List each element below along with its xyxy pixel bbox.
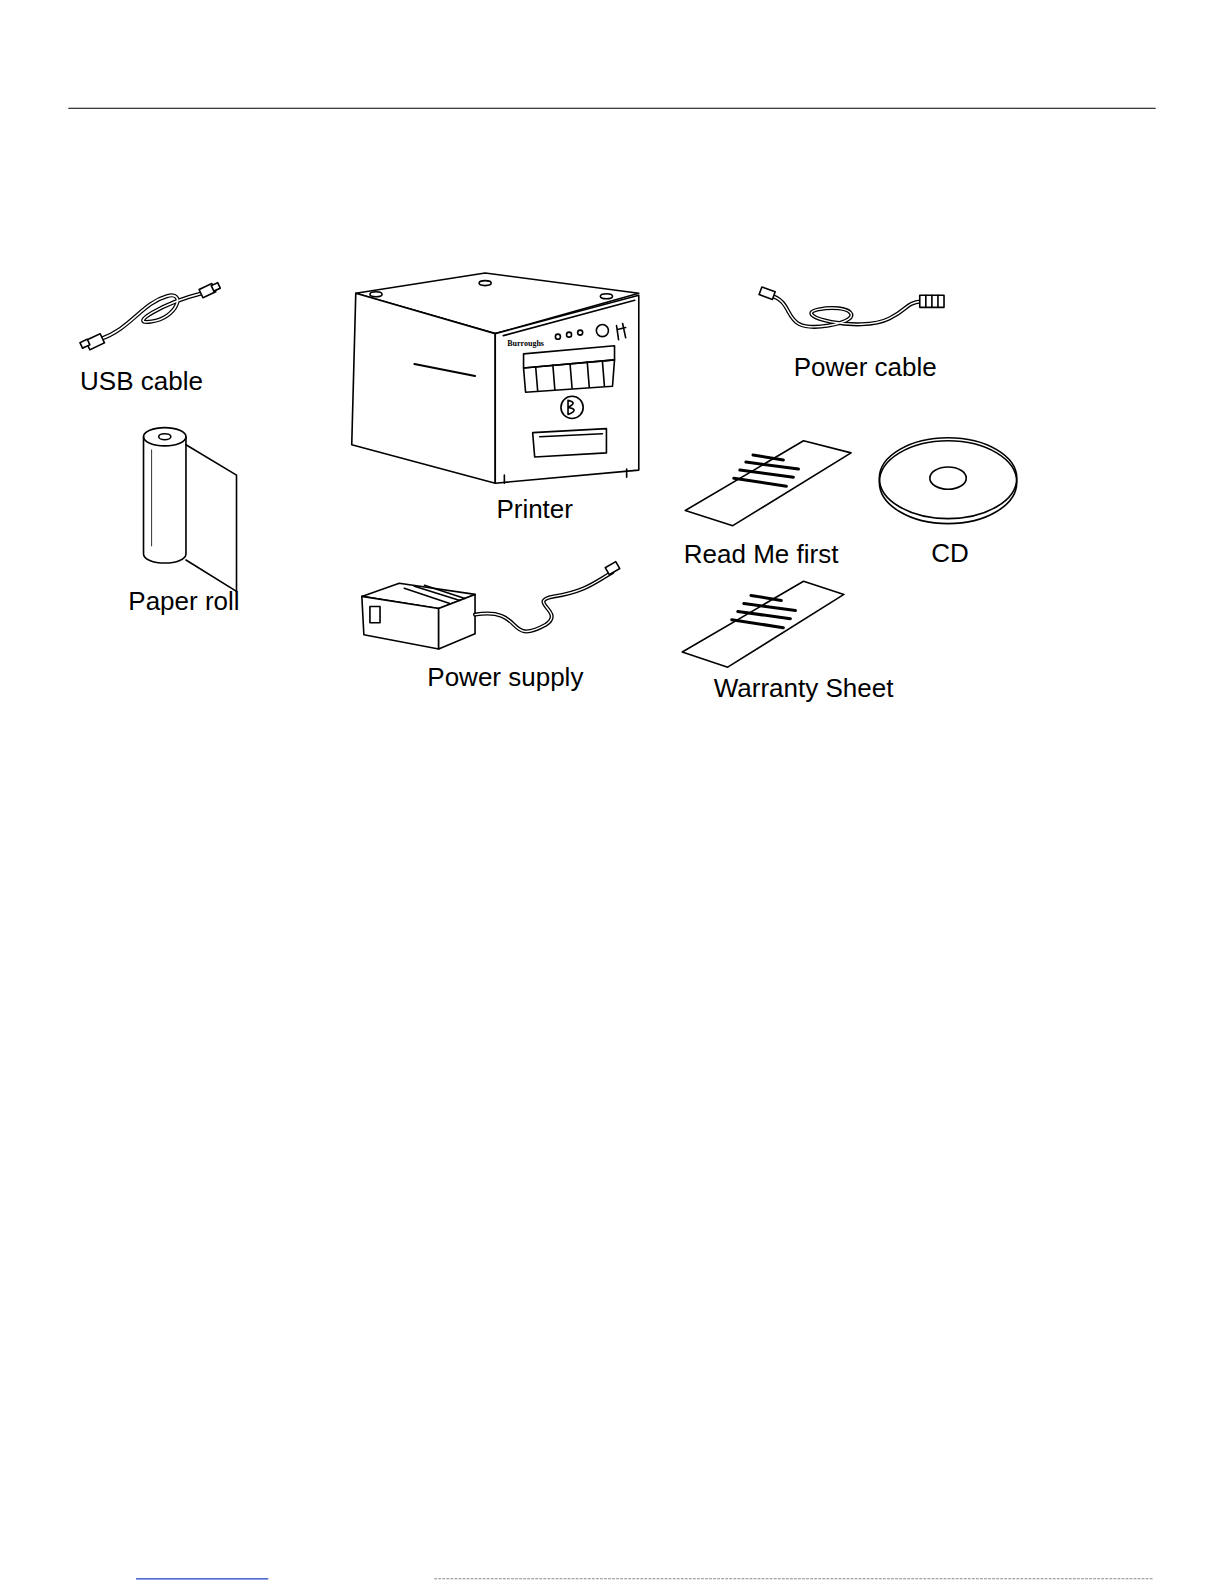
- read-me-sheet: [734, 455, 799, 486]
- warranty-sheet: [732, 595, 796, 627]
- cd: [879, 438, 1016, 519]
- power-supply: [362, 596, 439, 649]
- power-cable: [770, 295, 922, 327]
- cd: [879, 438, 1016, 524]
- printer: [567, 332, 572, 337]
- usb-cable: [99, 293, 202, 339]
- warranty-sheet: [682, 581, 844, 667]
- usb-cable: [99, 293, 202, 339]
- power-cable: [920, 295, 944, 307]
- usb-cable: [80, 339, 90, 348]
- power-supply: [370, 607, 380, 623]
- footer-link: [136, 1578, 267, 1579]
- part-name: Power supply: [427, 663, 583, 692]
- read-me-sheet: [685, 441, 851, 526]
- printer: [352, 293, 496, 483]
- part-name: Paper roll: [128, 587, 239, 616]
- power-cable: [759, 287, 944, 327]
- paper-roll: [159, 434, 171, 440]
- paper-roll: [186, 445, 237, 592]
- printer: [568, 400, 574, 414]
- power-supply: [475, 572, 612, 631]
- usb-cable: [211, 283, 220, 291]
- power-cable: [759, 287, 775, 299]
- power-cable: [770, 295, 922, 327]
- printer: [352, 273, 639, 483]
- paper-roll: [144, 437, 186, 563]
- part-name: Read Me first: [684, 540, 839, 569]
- printer: [561, 396, 583, 418]
- power-supply: [475, 572, 612, 631]
- printer: [578, 330, 583, 335]
- cd: [879, 441, 1016, 524]
- paper-roll: [144, 428, 237, 592]
- paper-roll: [144, 428, 186, 446]
- printer: [370, 292, 382, 297]
- printer: [540, 434, 603, 437]
- printer: [600, 294, 612, 299]
- printer: [555, 334, 560, 339]
- part-name: USB cable: [80, 367, 203, 396]
- power-supply: [605, 562, 620, 575]
- usb-cable: [80, 283, 220, 350]
- part-name: Power cable: [794, 353, 937, 382]
- brand-mark: Burroughs: [507, 340, 544, 349]
- paper-roll: [151, 450, 152, 546]
- printer: [495, 295, 639, 483]
- printer: [617, 324, 626, 340]
- power-cable: [926, 295, 938, 307]
- warranty-sheet: [682, 581, 844, 667]
- printer: [596, 325, 608, 337]
- cd: [930, 467, 966, 489]
- printer: [504, 469, 626, 483]
- power-supply: [362, 562, 620, 649]
- printer: [503, 300, 634, 335]
- part-name: Warranty Sheet: [714, 674, 894, 703]
- read-me-sheet: [685, 441, 851, 526]
- printer: [533, 429, 607, 457]
- part-name: CD: [931, 539, 969, 568]
- power-supply: [404, 585, 465, 603]
- printer: [479, 281, 491, 286]
- printer: [414, 364, 475, 376]
- part-name: Printer: [496, 495, 573, 524]
- power-supply: [439, 594, 475, 649]
- printer: [536, 361, 605, 391]
- footer-rule: [435, 1578, 1153, 1579]
- printer: [524, 360, 615, 392]
- header-rule: [69, 108, 1156, 109]
